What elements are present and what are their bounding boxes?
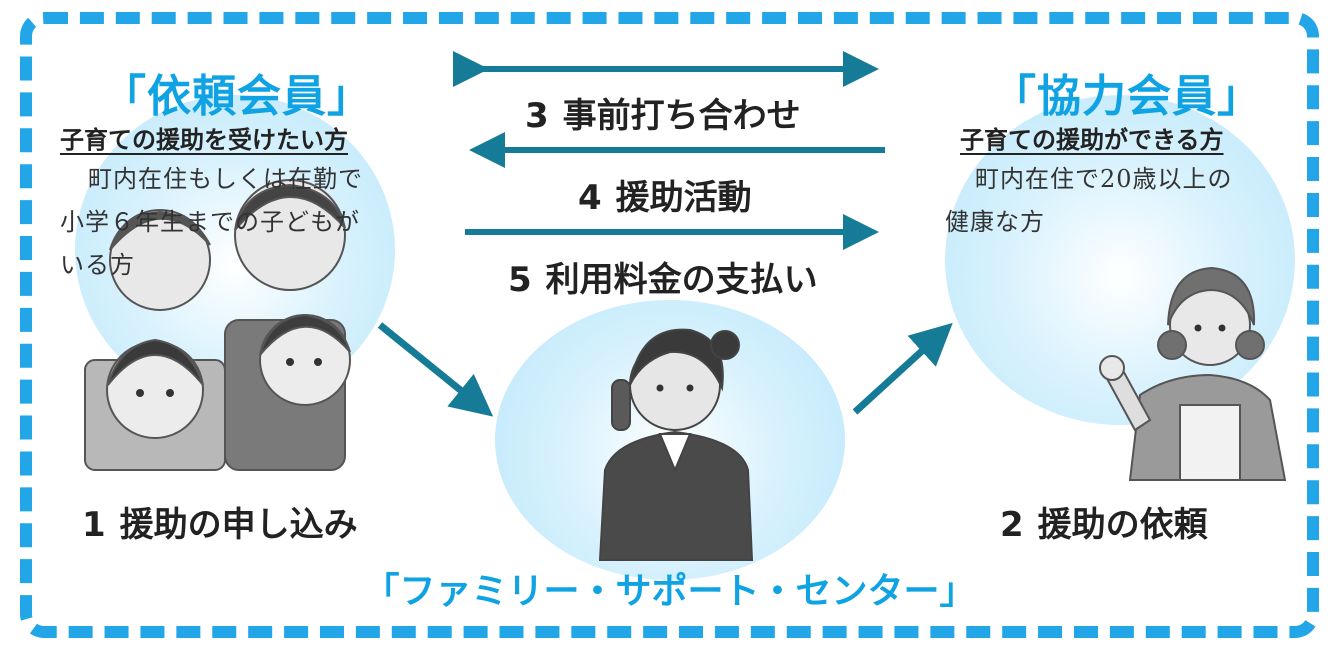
operator-with-phone-illustration xyxy=(598,328,754,561)
requesting-member-description: 町内在住もしくは在勤で 小学６年生までの子どもが いる方 xyxy=(60,158,420,287)
step-2-label: 2 援助の依頼 xyxy=(1000,497,1208,546)
step-number: 2 xyxy=(1000,505,1024,545)
step-text: 利用料金の支払い xyxy=(545,260,818,300)
desc-line: いる方 xyxy=(60,251,135,279)
dashed-border-frame xyxy=(20,12,1319,638)
step-1-label: 1 援助の申し込み xyxy=(82,497,358,546)
step-3-label: 3 事前打ち合わせ xyxy=(525,88,801,137)
step-text: 援助の申し込み xyxy=(119,505,358,545)
step-number: 5 xyxy=(508,260,532,300)
step-text: 援助の依頼 xyxy=(1037,505,1208,545)
family-illustration xyxy=(84,179,351,471)
waving-woman-illustration xyxy=(1099,266,1287,481)
step-5-label: 5 利用料金の支払い xyxy=(508,252,818,301)
requesting-member-subtitle: 子育ての援助を受けたい方 xyxy=(60,126,348,154)
cooperating-member-description: 町内在住で20歳以上の 健康な方 xyxy=(945,158,1295,244)
step-4-label: 4 援助活動 xyxy=(578,170,752,219)
step-text: 事前打ち合わせ xyxy=(562,96,801,136)
arrow-1-down xyxy=(377,322,494,417)
cooperating-member-subtitle: 子育ての援助ができる方 xyxy=(960,126,1224,154)
desc-line: 小学６年生までの子どもが xyxy=(60,208,360,236)
step-number: 4 xyxy=(578,178,602,218)
cooperating-member-title: 「協力会員」 xyxy=(992,71,1262,122)
arrow-2-up xyxy=(852,322,953,415)
family-support-center-title: 「ファミリー・サポート・センター」 xyxy=(363,571,976,612)
requesting-member-title: 「依頼会員」 xyxy=(102,71,372,122)
desc-line: 町内在住もしくは在勤で xyxy=(88,165,363,193)
step-number: 1 xyxy=(82,505,106,545)
step-number: 3 xyxy=(525,96,549,136)
desc-line: 健康な方 xyxy=(945,208,1045,236)
desc-line: 町内在住で20歳以上の xyxy=(975,165,1233,193)
step-text: 援助活動 xyxy=(615,178,752,218)
